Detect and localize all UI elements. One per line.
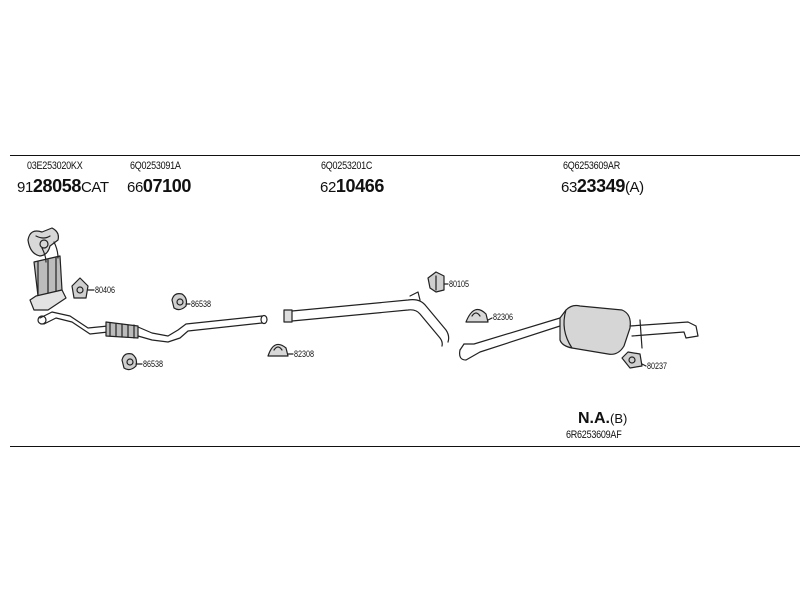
clamp-82308 (267, 343, 289, 357)
footer-part-number: N.A.(B) (578, 410, 628, 427)
callout-80406: 80406 (95, 285, 116, 295)
front-pipe (37, 311, 268, 343)
part-number-4: 6323349(A) (561, 176, 644, 196)
oe-number-1: 03E253020KX (27, 160, 83, 172)
middle-pipe (283, 291, 450, 347)
top-rule (10, 155, 800, 156)
rear-silencer (459, 304, 699, 361)
hanger-80237 (621, 351, 643, 369)
part-number-1: 9128058CAT (17, 176, 109, 196)
part-number-3: 6210466 (320, 176, 384, 196)
callout-82308: 82308 (294, 349, 315, 359)
oe-number-2: 6Q0253091A (130, 160, 181, 172)
catalytic-converter (27, 227, 67, 311)
callout-80105: 80105 (449, 279, 470, 289)
hanger-86538-b (121, 353, 138, 371)
hanger-86538-a (171, 293, 188, 311)
footer-oe-number: 6R6253609AF (566, 429, 622, 441)
clamp-82306 (465, 308, 489, 323)
bottom-rule (10, 446, 800, 447)
callout-82306: 82306 (493, 312, 514, 322)
gasket-80406 (71, 277, 89, 299)
part-number-2: 6607100 (127, 176, 191, 196)
oe-number-4: 6Q6253609AR (563, 160, 620, 172)
callout-80237: 80237 (647, 361, 668, 371)
hanger-80105 (427, 271, 445, 293)
callout-86538-b: 86538 (143, 359, 164, 369)
callout-86538-a: 86538 (191, 299, 212, 309)
oe-number-3: 6Q0253201C (321, 160, 373, 172)
